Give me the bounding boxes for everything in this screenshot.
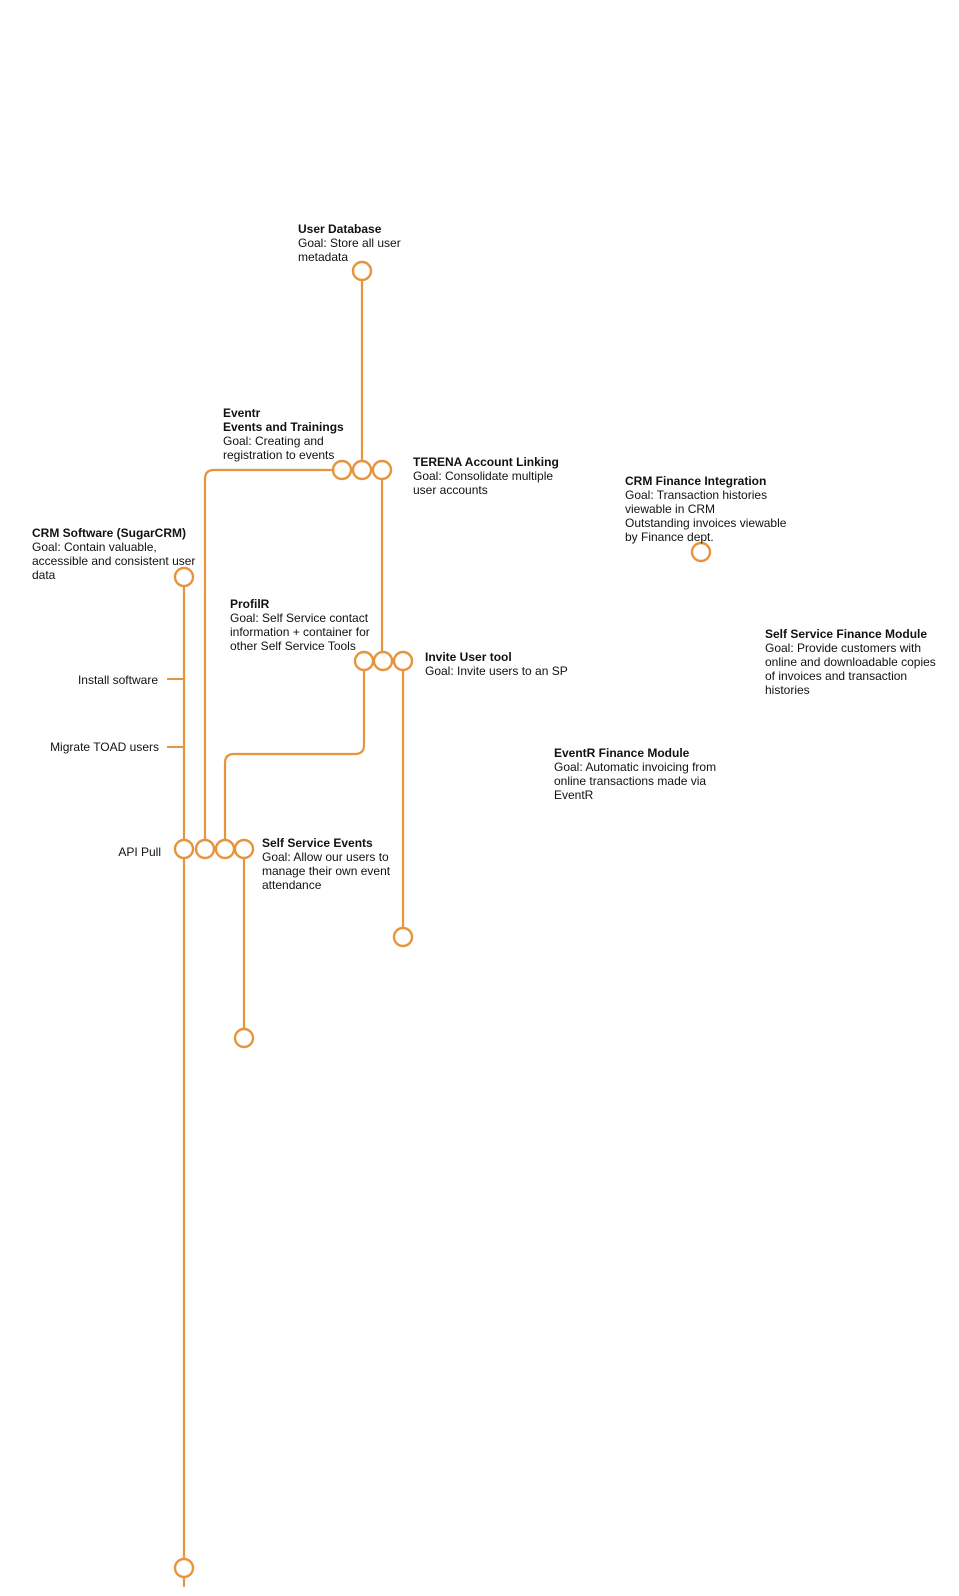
eventr-connector-line bbox=[203, 468, 344, 850]
label-ss-finance: Self Service Finance Module Goal: Provid… bbox=[765, 627, 936, 697]
node-profilr[interactable] bbox=[353, 650, 375, 672]
label-goal: Goal: Provide customers with bbox=[765, 641, 922, 655]
node-ss-events[interactable] bbox=[233, 838, 255, 860]
label-title: CRM Software (SugarCRM) bbox=[32, 526, 187, 540]
label-title: EventR Finance Module bbox=[554, 746, 690, 760]
label-crm-software: CRM Software (SugarCRM) Goal: Contain va… bbox=[32, 526, 195, 582]
side-label-migrate-toad: Migrate TOAD users bbox=[50, 740, 159, 754]
label-goal: viewable in CRM bbox=[625, 502, 716, 516]
label-eventr-finance: EventR Finance Module Goal: Automatic in… bbox=[554, 746, 716, 802]
side-label-install-software: Install software bbox=[77, 673, 158, 687]
node-eventr-1[interactable] bbox=[331, 459, 353, 481]
label-title: TERENA Account Linking bbox=[413, 455, 559, 469]
node-api-pull[interactable] bbox=[173, 838, 195, 860]
node-user-database[interactable] bbox=[351, 260, 373, 282]
label-goal: registration to events bbox=[223, 448, 335, 462]
label-goal: Goal: Store all user bbox=[298, 236, 401, 250]
label-goal: Goal: Allow our users to bbox=[262, 850, 389, 864]
label-title: Self Service Finance Module bbox=[765, 627, 928, 641]
label-goal: online and downloadable copies bbox=[765, 655, 936, 669]
label-ss-events: Self Service Events Goal: Allow our user… bbox=[262, 836, 390, 892]
label-goal: by Finance dept. bbox=[625, 530, 714, 544]
label-goal: manage their own event bbox=[262, 864, 391, 878]
label-goal: information + container for bbox=[230, 625, 370, 639]
label-goal: other Self Service Tools bbox=[230, 639, 356, 653]
label-goal: Goal: Automatic invoicing from bbox=[554, 760, 717, 774]
label-invite-user: Invite User tool Goal: Invite users to a… bbox=[425, 650, 568, 678]
node-invite-user-end[interactable] bbox=[392, 926, 414, 948]
label-goal: EventR bbox=[554, 788, 594, 802]
node-ss-events-end[interactable] bbox=[233, 1027, 255, 1049]
label-goal: Outstanding invoices viewable bbox=[625, 516, 787, 530]
label-goal: histories bbox=[765, 683, 810, 697]
label-goal: Goal: Self Service contact bbox=[230, 611, 369, 625]
label-profilr: ProfilR Goal: Self Service contact infor… bbox=[230, 597, 370, 653]
label-title: CRM Finance Integration bbox=[625, 474, 767, 488]
label-title: Eventr bbox=[223, 406, 261, 420]
label-goal: Goal: Contain valuable, bbox=[32, 540, 157, 554]
node-crm-software-end[interactable] bbox=[173, 1557, 195, 1579]
label-crm-finance: CRM Finance Integration Goal: Transactio… bbox=[625, 474, 786, 544]
label-goal: Goal: Consolidate multiple bbox=[413, 469, 554, 483]
label-goal: Goal: Creating and bbox=[223, 434, 324, 448]
side-label-api-pull: API Pull bbox=[118, 845, 161, 859]
label-title: Self Service Events bbox=[262, 836, 373, 850]
label-goal: Goal: Transaction histories bbox=[625, 488, 768, 502]
label-goal: metadata bbox=[298, 250, 349, 264]
label-title: Invite User tool bbox=[425, 650, 512, 664]
label-goal: attendance bbox=[262, 878, 322, 892]
label-goal: of invoices and transaction bbox=[765, 669, 908, 683]
node-eventr-join[interactable] bbox=[194, 838, 216, 860]
label-goal: user accounts bbox=[413, 483, 488, 497]
profilr-connector-line bbox=[223, 659, 366, 850]
label-title: ProfilR bbox=[230, 597, 270, 611]
node-terena[interactable] bbox=[371, 459, 393, 481]
label-title: User Database bbox=[298, 222, 382, 236]
node-profilr-join[interactable] bbox=[214, 838, 236, 860]
node-crm-finance[interactable] bbox=[690, 541, 712, 563]
label-title: Events and Trainings bbox=[223, 420, 344, 434]
label-user-database: User Database Goal: Store all user metad… bbox=[298, 222, 401, 264]
label-eventr: Eventr Events and Trainings Goal: Creati… bbox=[223, 406, 344, 462]
label-goal: data bbox=[32, 568, 56, 582]
label-goal: online transactions made via bbox=[554, 774, 707, 788]
label-goal: Goal: Invite users to an SP bbox=[425, 664, 568, 678]
node-crm-software[interactable] bbox=[173, 566, 195, 588]
node-invite-user[interactable] bbox=[392, 650, 414, 672]
label-goal: accessible and consistent user bbox=[32, 554, 196, 568]
label-terena: TERENA Account Linking Goal: Consolidate… bbox=[413, 455, 559, 497]
node-eventr-2[interactable] bbox=[351, 459, 373, 481]
node-terena-2[interactable] bbox=[372, 650, 394, 672]
